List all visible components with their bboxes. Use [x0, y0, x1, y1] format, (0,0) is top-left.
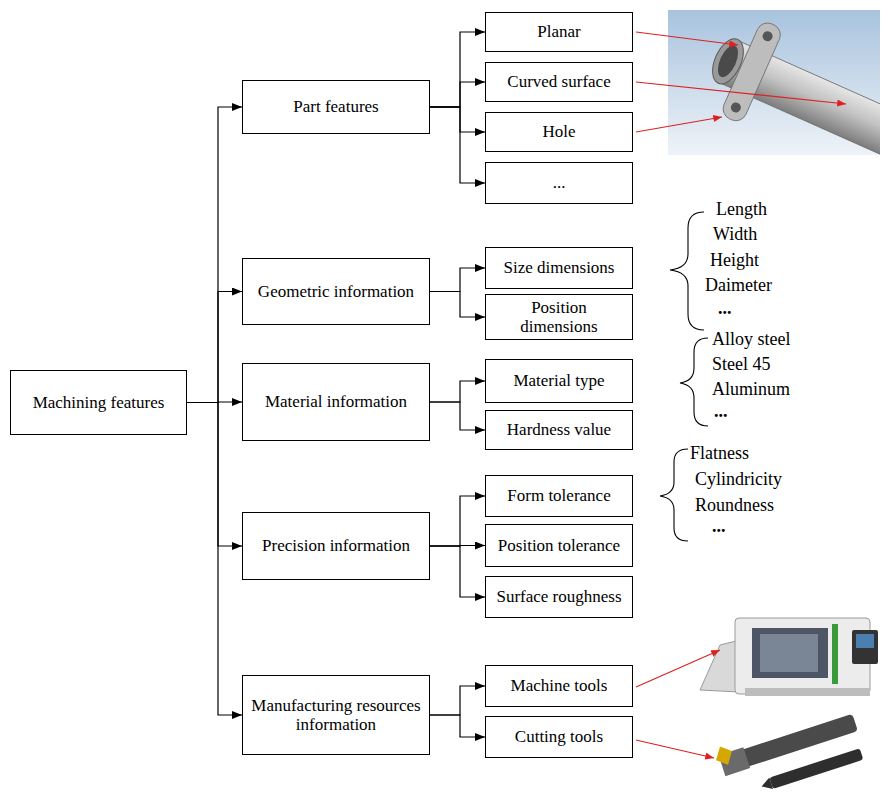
box-label: Manufacturing resources information	[249, 696, 423, 734]
connector-arrow	[430, 82, 485, 107]
connector-arrow	[430, 107, 485, 183]
process-box: Curved surface	[485, 62, 633, 102]
connector-arrow	[430, 381, 485, 402]
box-label: Part features	[293, 97, 378, 116]
process-box: Position dimensions	[485, 294, 633, 340]
box-label: Machining features	[33, 393, 165, 412]
box-label: Position dimensions	[492, 298, 626, 336]
leader-arrows	[636, 32, 846, 758]
attribute-label: ...	[718, 299, 732, 319]
attribute-label: Aluminum	[712, 380, 790, 400]
connector-arrow	[430, 496, 485, 546]
attribute-label: ...	[714, 402, 728, 422]
connector-arrow	[430, 686, 485, 715]
connector-arrow	[187, 403, 242, 716]
cutting-tools-illustration	[712, 704, 863, 792]
attribute-label: Flatness	[690, 444, 749, 464]
connector-arrow	[187, 292, 242, 403]
process-box: Machining features	[10, 370, 187, 435]
process-box: Part features	[242, 80, 430, 134]
box-label: ...	[553, 173, 566, 192]
connector-arrow	[430, 715, 485, 737]
process-box: Planar	[485, 12, 633, 52]
attribute-label: Height	[710, 251, 759, 271]
connector-arrow	[430, 268, 485, 292]
box-label: Hardness value	[507, 420, 611, 439]
attribute-label: Steel 45	[712, 355, 771, 375]
connector-arrow	[430, 292, 485, 318]
process-box: Form tolerance	[485, 475, 633, 517]
box-label: Precision information	[262, 536, 410, 555]
attribute-label: Cylindricity	[695, 470, 782, 490]
box-label: Surface roughness	[496, 587, 621, 606]
box-label: Planar	[537, 22, 580, 41]
box-label: Material information	[265, 392, 407, 411]
box-label: Position tolerance	[498, 536, 620, 555]
process-box: Material type	[485, 359, 633, 403]
box-label: Geometric information	[258, 282, 414, 301]
attribute-label: Alloy steel	[712, 330, 791, 350]
process-box: Material information	[242, 363, 430, 441]
attribute-label: ...	[712, 517, 726, 537]
connector-arrow	[430, 546, 485, 597]
box-label: Hole	[542, 122, 575, 141]
process-box: Size dimensions	[485, 247, 633, 289]
braces	[660, 212, 708, 541]
process-box: Geometric information	[242, 258, 430, 325]
process-box: Manufacturing resources information	[242, 675, 430, 755]
attribute-label: Roundness	[695, 496, 774, 516]
box-label: Form tolerance	[507, 486, 610, 505]
box-label: Material type	[513, 371, 604, 390]
attribute-label: Width	[713, 225, 757, 245]
process-box: Cutting tools	[485, 716, 633, 758]
box-label: Size dimensions	[504, 258, 615, 277]
connector-arrow	[187, 107, 242, 403]
process-box: Hole	[485, 112, 633, 152]
process-box: Machine tools	[485, 665, 633, 707]
process-box: Precision information	[242, 512, 430, 580]
connector-arrow	[430, 32, 485, 107]
process-box: Surface roughness	[485, 576, 633, 618]
connector-arrow	[187, 403, 242, 547]
process-box: ...	[485, 162, 633, 204]
attribute-label: Length	[716, 200, 767, 220]
connector-arrow	[430, 107, 485, 132]
process-box: Position tolerance	[485, 524, 633, 567]
box-label: Curved surface	[507, 72, 610, 91]
box-label: Cutting tools	[515, 727, 603, 746]
attribute-label: Daimeter	[705, 276, 772, 296]
process-box: Hardness value	[485, 410, 633, 450]
connector-arrow	[430, 402, 485, 430]
box-label: Machine tools	[511, 676, 608, 695]
machine-tool-illustration	[700, 618, 878, 696]
